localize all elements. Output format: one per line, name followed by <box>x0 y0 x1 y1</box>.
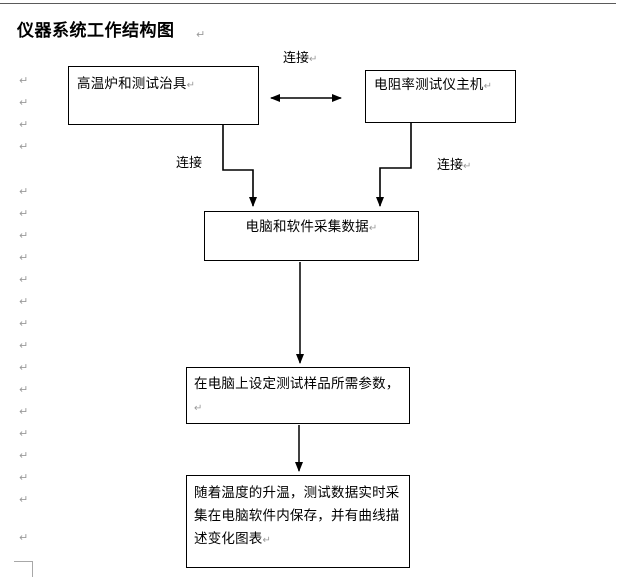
flow-box-resistivity-host[interactable]: 电阻率测试仪主机↵ <box>365 70 516 123</box>
connector-label-left: 连接 <box>176 156 202 172</box>
paragraph-mark: ↵ <box>19 251 29 264</box>
paragraph-mark: ↵ <box>19 383 29 396</box>
paragraph-mark: ↵ <box>19 207 29 220</box>
paragraph-mark: ↵ <box>19 273 29 286</box>
flow-box-furnace-label: 高温炉和测试治具 <box>77 76 187 92</box>
flow-box-set-parameters-label: 在电脑上设定测试样品所需参数， <box>194 376 400 392</box>
connector-furnace-pc <box>222 125 257 207</box>
paragraph-mark: ↵ <box>19 74 29 87</box>
paragraph-mark: ↵ <box>19 118 29 131</box>
paragraph-mark: ↵ <box>19 229 29 242</box>
paragraph-mark-inline: ↵ <box>463 161 472 172</box>
paragraph-mark: ↵ <box>19 295 29 308</box>
connector-label-top-text: 连接 <box>283 51 310 66</box>
paragraph-mark: ↵ <box>19 471 29 484</box>
paragraph-mark: ↵ <box>19 427 29 440</box>
flow-box-resistivity-host-text: 电阻率测试仪主机↵ <box>374 74 509 98</box>
paragraph-mark-inline: ↵ <box>368 223 378 234</box>
connector-label-left-text: 连接 <box>176 156 203 171</box>
paragraph-mark: ↵ <box>19 317 29 330</box>
paragraph-mark: ↵ <box>19 96 29 109</box>
connector-label-top: 连接↵ <box>283 51 317 68</box>
flow-box-furnace-text: 高温炉和测试治具↵ <box>77 73 252 97</box>
paragraph-mark-inline: ↵ <box>483 81 493 92</box>
paragraph-mark: ↵ <box>19 449 29 462</box>
paragraph-mark: ↵ <box>19 405 29 418</box>
paragraph-mark: ↵ <box>19 140 29 153</box>
paragraph-mark: ↵ <box>19 339 29 352</box>
flow-box-pc-software-label: 电脑和软件采集数据 <box>245 219 369 235</box>
paragraph-mark: ↵ <box>19 493 29 506</box>
connector-label-right: 连接↵ <box>437 158 471 175</box>
page-title: 仪器系统工作结构图 <box>17 21 175 41</box>
flow-box-resistivity-host-label: 电阻率测试仪主机 <box>374 77 484 93</box>
flow-box-pc-software[interactable]: 电脑和软件采集数据↵ <box>204 211 419 261</box>
connector-host-pc <box>376 123 412 207</box>
flow-box-set-parameters[interactable]: 在电脑上设定测试样品所需参数， ↵ <box>186 367 410 424</box>
flow-box-realtime-acquisition-text: 随着温度的升温，测试数据实时采集在电脑软件内保存，并有曲线描述变化图表↵ <box>194 482 402 552</box>
paragraph-mark-title: ↵ <box>196 28 206 41</box>
page-margin-corner <box>14 561 33 577</box>
flow-box-realtime-acquisition-label: 随着温度的升温，测试数据实时采集在电脑软件内保存，并有曲线描述变化图表 <box>194 485 400 547</box>
flow-box-pc-software-text: 电脑和软件采集数据↵ <box>211 216 412 240</box>
paragraph-mark-inline: ↵ <box>186 80 196 91</box>
flow-box-set-parameters-text: 在电脑上设定测试样品所需参数， ↵ <box>194 373 402 420</box>
flow-box-realtime-acquisition[interactable]: 随着温度的升温，测试数据实时采集在电脑软件内保存，并有曲线描述变化图表↵ <box>186 475 410 568</box>
paragraph-mark: ↵ <box>19 185 29 198</box>
paragraph-mark: ↵ <box>19 361 29 374</box>
paragraph-mark: ↵ <box>19 531 29 544</box>
paragraph-mark-inline: ↵ <box>194 403 203 414</box>
window-top-rule <box>0 3 616 4</box>
connector-label-right-text: 连接 <box>437 158 464 173</box>
paragraph-mark-inline: ↵ <box>262 535 272 546</box>
paragraph-mark-inline: ↵ <box>309 54 318 65</box>
flow-box-furnace[interactable]: 高温炉和测试治具↵ <box>68 66 259 125</box>
